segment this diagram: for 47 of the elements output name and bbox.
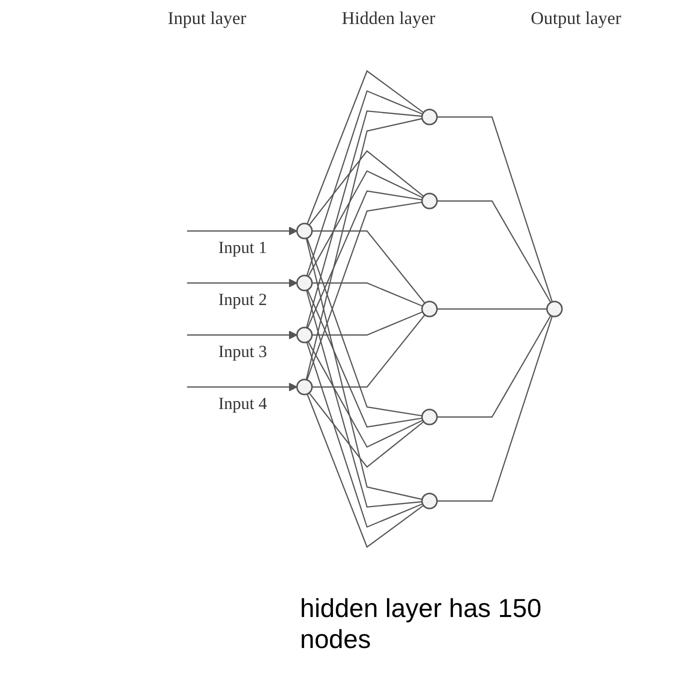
arrow (187, 278, 298, 288)
arrow (187, 382, 298, 392)
connection-line (306, 118, 422, 380)
input-label: Input 4 (218, 394, 267, 413)
neuron-circle (296, 274, 313, 292)
connection-line (306, 342, 423, 528)
input-label: Input 2 (218, 290, 267, 309)
input-label: Input 1 (218, 238, 267, 257)
connection-line (306, 70, 424, 224)
layer-heading: Output layer (530, 8, 622, 29)
neuron-circle (421, 492, 438, 510)
connection-line (306, 238, 422, 416)
connection-line (437, 308, 547, 310)
connection-line (306, 202, 422, 380)
connection-line (312, 314, 426, 388)
connection-line (308, 392, 424, 468)
note: hidden layer has 150 nodes (300, 593, 542, 655)
connection-line (437, 315, 552, 418)
connection-line (306, 110, 422, 328)
arrow (187, 226, 298, 236)
connection-line (437, 116, 553, 302)
connection-line (437, 316, 553, 502)
neuron-circle (296, 378, 313, 396)
neuron-circle (296, 326, 313, 344)
connection-line (306, 290, 422, 508)
arrow (187, 330, 298, 340)
connection-line (312, 230, 426, 304)
connection-line (306, 290, 422, 428)
neuron-circle (296, 222, 313, 240)
connection-line (308, 150, 424, 226)
connection-line (312, 311, 423, 336)
connection-line (306, 238, 422, 500)
neuron-circle (546, 300, 563, 318)
neuron-circle (421, 300, 438, 318)
neuron-circle (421, 108, 438, 126)
connection-line (306, 190, 422, 328)
connection-line (306, 394, 424, 548)
input-label: Input 3 (218, 342, 267, 361)
neuron-circle (421, 192, 438, 210)
connection-line (312, 282, 423, 307)
neuron-circle (421, 408, 438, 426)
layer-heading: Input layer (168, 8, 246, 29)
connection-line (308, 341, 423, 448)
connection-line (437, 200, 552, 303)
connection-line (306, 90, 423, 276)
connection-line (308, 170, 423, 277)
layer-heading: Hidden layer (342, 8, 436, 29)
